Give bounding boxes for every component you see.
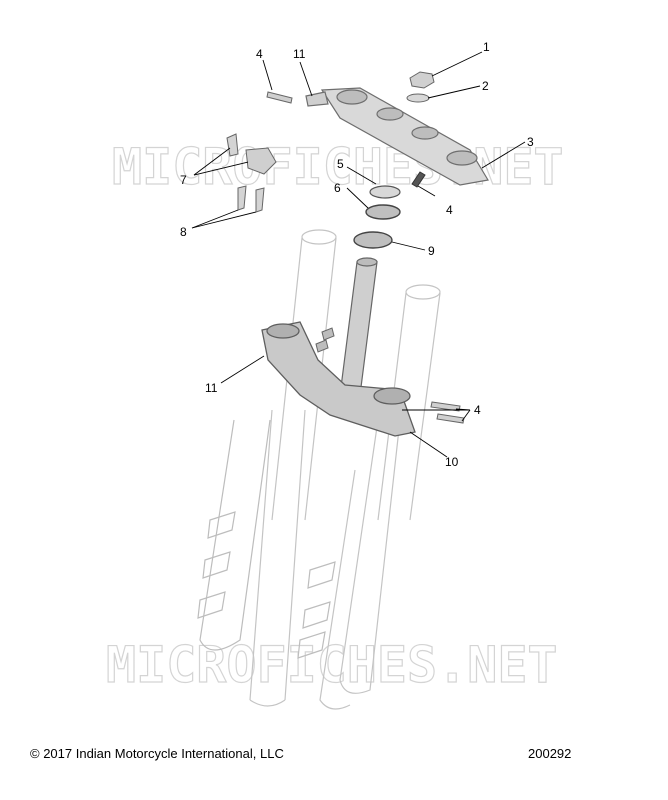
switch-housing	[245, 147, 277, 175]
callout-8: 8	[180, 225, 187, 239]
lower-clamp-bolt-b	[436, 413, 465, 424]
callout-7: 7	[180, 173, 187, 187]
watermark-top: MICROFICHES.NET	[112, 138, 564, 196]
pinch-bolt-a	[321, 327, 335, 341]
callout-11-lower: 11	[205, 381, 218, 395]
callout-9: 9	[428, 244, 435, 258]
callout-4-lower: 4	[474, 403, 481, 417]
fork-tube-right	[297, 284, 441, 710]
leader-lines	[191, 51, 526, 458]
callout-1: 1	[483, 40, 490, 54]
callout-2: 2	[482, 79, 489, 93]
stem-nut	[409, 71, 435, 89]
pinch-bolt-b	[315, 339, 329, 353]
callout-4-side: 4	[446, 203, 453, 217]
callout-5: 5	[337, 157, 344, 171]
callout-3: 3	[527, 135, 534, 149]
steering-stem	[339, 257, 378, 396]
lower-clamp-bolt-a	[430, 401, 461, 412]
figure-number: 200292	[528, 746, 572, 761]
upper-bearing	[365, 204, 401, 220]
callout-4-top: 4	[256, 47, 263, 61]
stem-washer	[406, 93, 430, 103]
lower-triple-clamp	[261, 321, 416, 437]
callout-11-top: 11	[293, 47, 306, 61]
fork-tube-left	[197, 229, 337, 707]
mount-bolt-a	[237, 185, 247, 211]
clamp-bolt-top	[266, 91, 293, 104]
switch-clip	[226, 133, 239, 157]
dust-seal	[369, 185, 401, 199]
mount-bolt-b	[255, 187, 265, 213]
clamp-bolt-side	[411, 171, 426, 188]
callout-6: 6	[334, 181, 341, 195]
lower-bearing	[353, 231, 393, 249]
callout-10: 10	[445, 455, 459, 469]
callouts: 1 2 3 4 4 4 5 6 7 8 9 10 11 11	[180, 40, 534, 469]
watermark-bottom: MICROFICHES.NET	[106, 636, 558, 694]
top-triple-clamp	[305, 87, 489, 186]
copyright-text: © 2017 Indian Motorcycle International, …	[30, 746, 284, 761]
